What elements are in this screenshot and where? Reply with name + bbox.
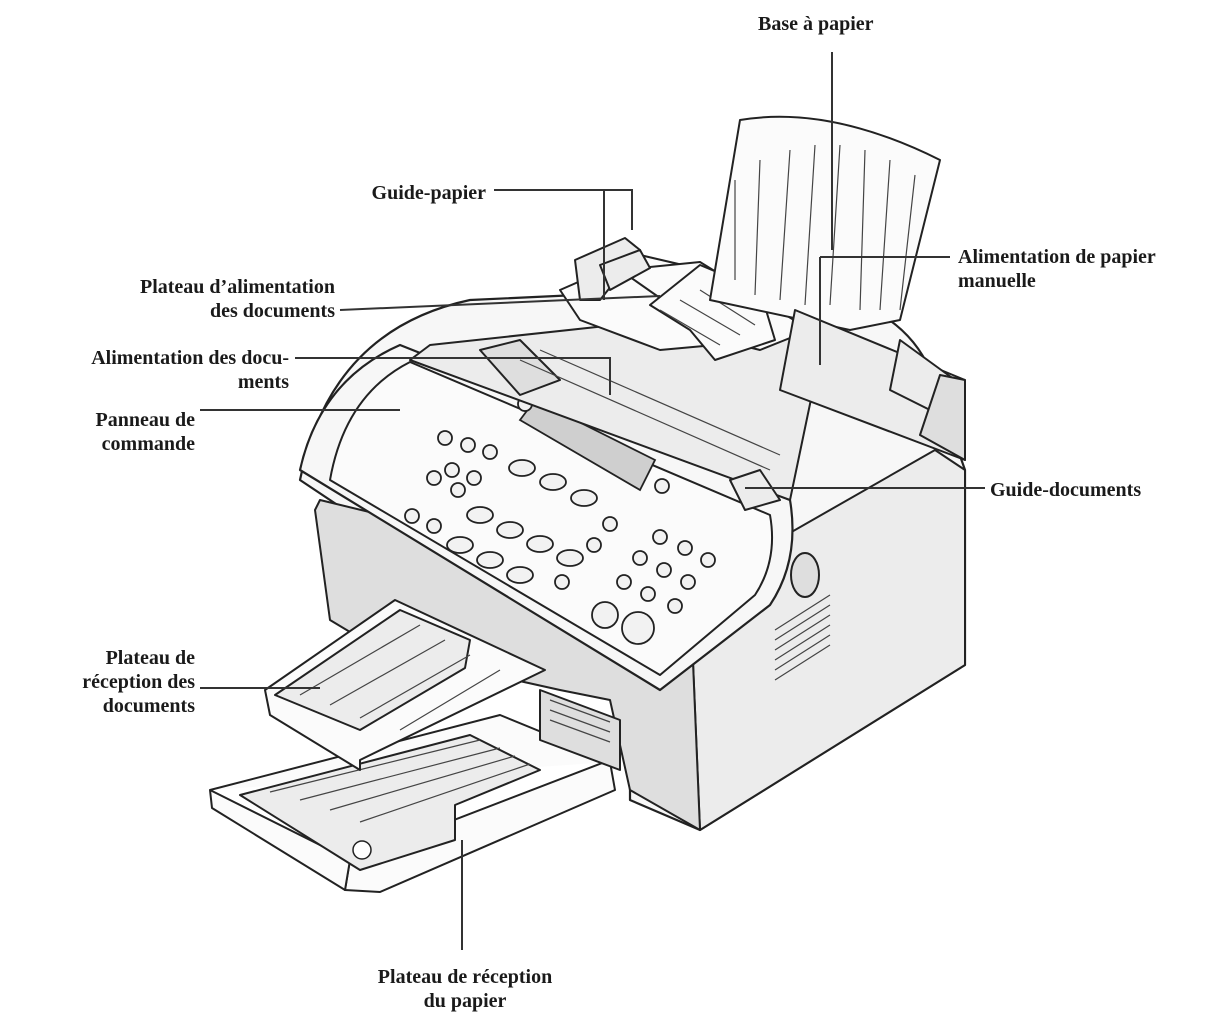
label-base-papier-text: Base à papier: [758, 13, 874, 35]
label-guide-papier: Guide-papier: [326, 181, 486, 205]
label-guide-papier-text: Guide-papier: [371, 182, 486, 204]
control-panel: [298, 343, 794, 692]
label-alimentation-papier-manuelle: Alimentation de papier manuelle: [958, 245, 1156, 293]
label-plateau-reception-documents: Plateau de réception des documents: [40, 646, 195, 718]
label-plateau-alimentation-documents-line2: des documents: [209, 300, 335, 322]
label-alimentation-documents: Alimentation des docu- ments: [4, 346, 289, 394]
paper-support: [709, 115, 966, 461]
label-alimentation-papier-manuelle-line1: Alimentation de papier: [958, 246, 1156, 268]
label-guide-documents-text: Guide-documents: [990, 479, 1142, 501]
label-alimentation-documents-line1: Alimentation des docu-: [91, 347, 289, 369]
label-panneau-commande-line1: Panneau de: [95, 409, 195, 431]
label-plateau-reception-documents-line3: documents: [102, 695, 195, 717]
label-panneau-commande-line2: commande: [101, 433, 195, 455]
label-alimentation-documents-line2: ments: [237, 371, 289, 393]
label-base-papier: Base à papier: [758, 12, 874, 36]
vent-grill: [774, 594, 831, 681]
label-plateau-reception-papier: Plateau de réception du papier: [335, 965, 595, 1013]
label-plateau-reception-papier-line2: du papier: [423, 990, 507, 1012]
label-guide-documents: Guide-documents: [990, 478, 1141, 502]
leader-lines: [200, 52, 985, 950]
paper-output-tray: [209, 714, 616, 893]
label-plateau-reception-documents-line1: Plateau de: [105, 647, 195, 669]
label-plateau-reception-papier-line1: Plateau de réception: [377, 966, 553, 988]
label-panneau-commande: Panneau de commande: [40, 408, 195, 456]
document-output-tray: [264, 599, 546, 771]
label-plateau-alimentation-documents-line1: Plateau d’alimentation: [140, 276, 335, 298]
keypad-buttons: [404, 396, 716, 645]
label-plateau-reception-documents-line2: réception des: [82, 671, 195, 693]
label-alimentation-papier-manuelle-line2: manuelle: [958, 270, 1036, 292]
label-plateau-alimentation-documents: Plateau d’alimentation des documents: [60, 275, 335, 323]
